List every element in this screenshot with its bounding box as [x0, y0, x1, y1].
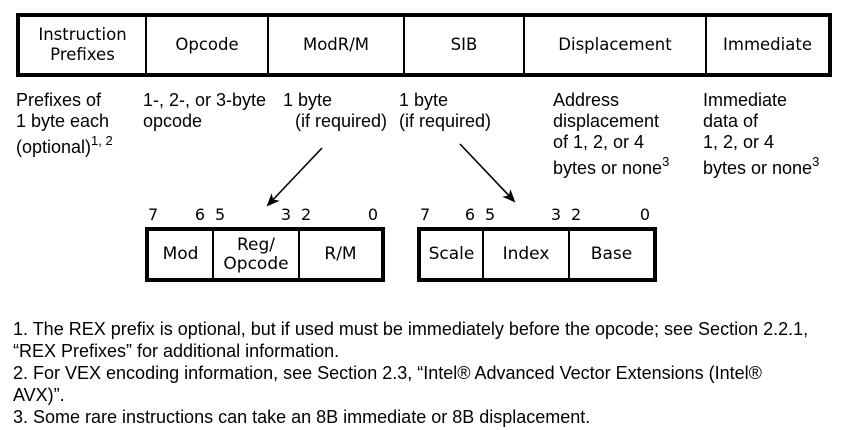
bit-label: 7 [420, 205, 431, 224]
desc-line: of 1, 2, or 4 [553, 132, 645, 152]
desc-line: bytes or none3 [553, 155, 669, 179]
footnote-ref: 3 [662, 154, 670, 169]
bit-label: 5 [215, 205, 226, 224]
field-label: Mod [162, 244, 199, 264]
byte-field-r-m: R/M [298, 231, 381, 278]
footnote-1: 1. The REX prefix is optional, but if us… [13, 319, 809, 361]
field-label: Index [502, 244, 550, 264]
bit-label: 2 [301, 205, 312, 224]
byte-field-index: Index [482, 231, 568, 278]
header-cell-opcode: Opcode [145, 17, 267, 73]
desc-line: (optional)1, 2 [16, 134, 113, 158]
byte-field-reg-opcode: Reg/Opcode [212, 231, 298, 278]
desc-text: bytes or none [703, 158, 813, 178]
arrow-sib-pointer [459, 143, 516, 203]
field-label: Scale [428, 244, 475, 264]
desc-line: displacement [553, 111, 660, 131]
arrow-modrm-pointer [266, 147, 323, 207]
bit-label: 0 [639, 205, 650, 224]
desc-immediate: Immediate data of 1, 2, or 4 bytes or no… [703, 90, 819, 179]
footnote-2: 2. For VEX encoding information, see Sec… [13, 363, 762, 405]
sib-byte-box: Scale Index Base [417, 227, 657, 282]
header-cell-displacement: Displacement [523, 17, 705, 73]
desc-opcode: 1-, 2-, or 3-byte opcode [143, 90, 266, 132]
bit-label: 3 [280, 205, 291, 224]
desc-line: 1 byte [283, 90, 333, 110]
header-cell-modrm: ModR/M [267, 17, 403, 73]
desc-instruction-prefixes: Prefixes of 1 byte each (optional)1, 2 [16, 90, 113, 158]
field-label: Reg/ [236, 234, 276, 255]
bit-label: 3 [550, 205, 561, 224]
instruction-format-table: Instruction Prefixes Opcode ModR/M SIB D… [16, 13, 832, 77]
field-label: Base [590, 244, 633, 264]
footnotes: 1. The REX prefix is optional, but if us… [13, 318, 815, 428]
desc-line: (if required) [295, 111, 388, 131]
byte-field-mod: Mod [149, 231, 212, 278]
bit-label: 7 [148, 205, 159, 224]
bit-label: 2 [571, 205, 582, 224]
bit-label: 5 [485, 205, 496, 224]
desc-line: (if required) [399, 111, 492, 131]
header-cell-sib: SIB [403, 17, 523, 73]
desc-sib: 1 byte (if required) [399, 90, 491, 132]
header-cell-immediate: Immediate [705, 17, 828, 73]
desc-line: data of [703, 111, 759, 131]
footnote-ref: 3 [812, 154, 820, 169]
desc-line: opcode [143, 111, 203, 131]
footnote-ref: 1, 2 [91, 133, 113, 148]
desc-text: (optional) [16, 137, 92, 157]
field-label: Opcode [223, 253, 289, 274]
bit-label: 6 [194, 205, 205, 224]
bit-label: 6 [464, 205, 475, 224]
desc-text: bytes or none [553, 158, 663, 178]
desc-displacement: Address displacement of 1, 2, or 4 bytes… [553, 90, 669, 179]
desc-line: Prefixes of [16, 90, 102, 110]
desc-modrm: 1 byte (if required) [283, 90, 387, 132]
desc-line: 1, 2, or 4 [703, 132, 775, 152]
bit-label: 0 [367, 205, 378, 224]
desc-line: bytes or none3 [703, 155, 819, 179]
desc-line: 1-, 2-, or 3-byte [143, 90, 267, 110]
desc-line: Address [553, 90, 620, 110]
desc-line: 1 byte each [16, 111, 110, 131]
field-label: R/M [324, 244, 357, 264]
footnote-3: 3. Some rare instructions can take an 8B… [13, 407, 591, 427]
desc-line: 1 byte [399, 90, 449, 110]
modrm-byte-box: Mod Reg/Opcode R/M [145, 227, 385, 282]
byte-field-scale: Scale [421, 231, 482, 278]
desc-line: Immediate [703, 90, 788, 110]
header-cell-instruction-prefixes: Instruction Prefixes [38, 25, 127, 64]
byte-field-base: Base [568, 231, 653, 278]
